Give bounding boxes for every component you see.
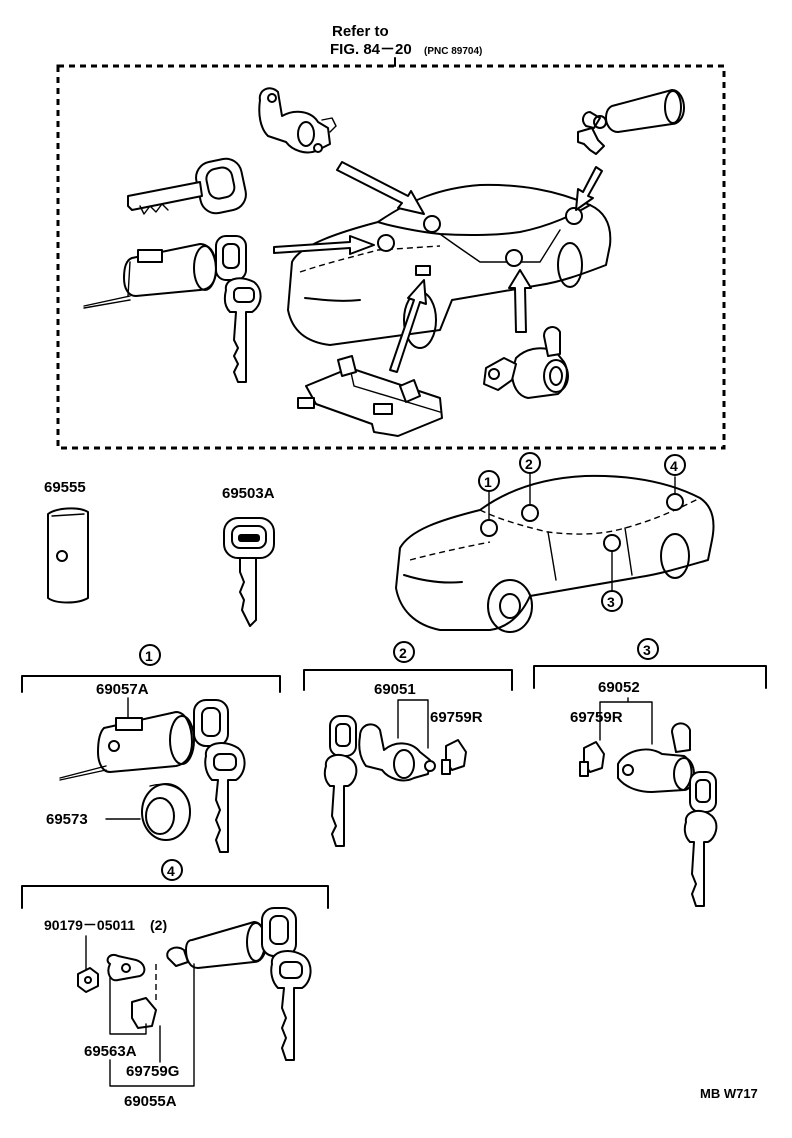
part-69052-label: 69052 <box>598 679 640 696</box>
lock-clip-69759R-a <box>441 739 467 775</box>
door-lock-ref-2 <box>483 326 569 399</box>
leader-69563A <box>109 977 147 1035</box>
reference-group-box <box>56 64 726 450</box>
key-pair-69052 <box>683 771 718 907</box>
group-4-bracket <box>21 885 329 909</box>
svg-text:3: 3 <box>607 594 615 610</box>
lock-clip-69759R-b <box>579 741 605 777</box>
ignition-lock-ref <box>83 243 217 309</box>
ignition-key-69057A <box>193 699 246 853</box>
part-69759G-label: 69759G <box>126 1063 179 1080</box>
door-lock-69052 <box>617 722 695 793</box>
svg-text:3: 3 <box>643 642 651 658</box>
door-lock-ref <box>258 87 337 154</box>
ignition-lock-69057A <box>59 711 195 781</box>
ecu-bracket-ref <box>297 355 443 437</box>
callout-1-top: 1 <box>478 470 500 492</box>
callout-4-group: 4 <box>161 859 183 881</box>
callout-2-group: 2 <box>393 641 415 663</box>
group-2-bracket <box>303 669 513 691</box>
callout-4-top: 4 <box>664 454 686 476</box>
diagram-code: MB W717 <box>700 1086 758 1101</box>
luggage-lock-ref <box>577 89 685 155</box>
leader-69052 <box>599 697 653 745</box>
callout-3-group: 3 <box>637 638 659 660</box>
part-90179-label: 90179－05011 <box>44 917 135 933</box>
part-69759R-label-a: 69759R <box>430 709 483 726</box>
reference-arrows <box>273 161 603 373</box>
svg-text:1: 1 <box>484 474 492 490</box>
nut-90179 <box>77 967 99 993</box>
refer-fig-label: FIG. 84－20 <box>330 41 412 58</box>
part-90179-qty: (2) <box>150 917 167 933</box>
group-3-bracket <box>533 665 767 689</box>
part-69759R-label-b: 69759R <box>570 709 623 726</box>
part-69555-label: 69555 <box>44 479 86 496</box>
part-69057A-label: 69057A <box>96 681 149 698</box>
ignition-key-ref <box>215 235 262 383</box>
key-pair-69051 <box>323 715 358 847</box>
group-1-bracket <box>21 675 281 693</box>
svg-text:4: 4 <box>167 863 175 879</box>
lock-cylinder-69055A <box>106 921 267 1029</box>
door-lock-69051 <box>358 723 436 782</box>
callout-1-group: 1 <box>139 644 161 666</box>
car-callout-illustration <box>395 473 715 633</box>
svg-text:2: 2 <box>525 456 533 472</box>
refer-to-label: Refer to <box>332 23 389 40</box>
part-69055A-label: 69055A <box>124 1093 177 1110</box>
callout-2-top: 2 <box>519 452 541 474</box>
svg-text:4: 4 <box>670 458 678 474</box>
svg-text:2: 2 <box>399 645 407 661</box>
leader-69055A <box>109 963 195 1087</box>
key-plate-69555 <box>47 507 89 604</box>
master-key-ref <box>127 157 247 215</box>
key-pair-69055A <box>261 907 312 1061</box>
part-69573-label: 69573 <box>46 811 88 828</box>
leader-69051 <box>397 699 429 749</box>
bezel-69573 <box>141 783 191 841</box>
reference-car-illustration <box>287 183 612 349</box>
part-69503A-label: 69503A <box>222 485 275 502</box>
part-69563A-label: 69563A <box>84 1043 137 1060</box>
svg-text:1: 1 <box>145 648 153 664</box>
part-69051-label: 69051 <box>374 681 416 698</box>
key-69503A <box>223 517 275 627</box>
callout-3-top: 3 <box>601 590 623 612</box>
refer-pnc-label: (PNC 89704) <box>424 46 482 57</box>
